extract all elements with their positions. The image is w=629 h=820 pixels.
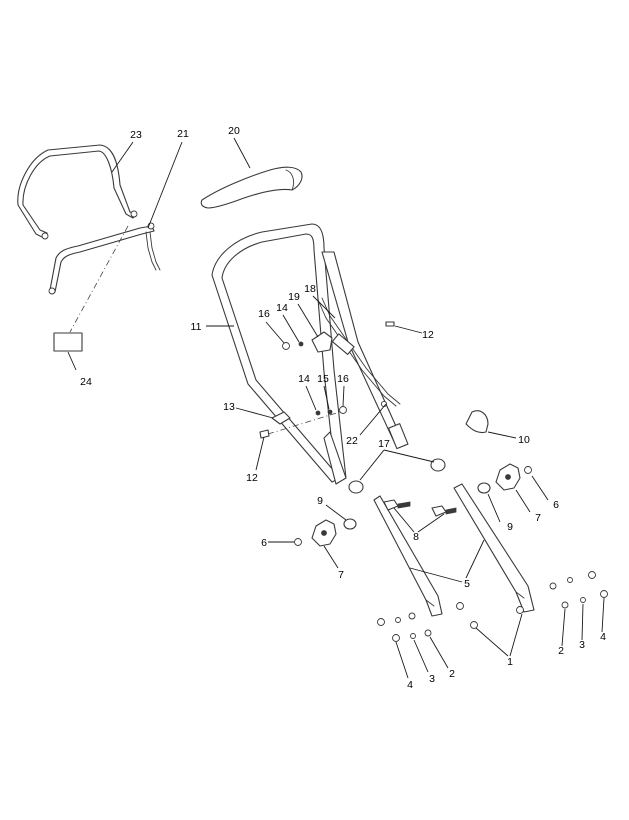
- part-11-upper-handle: [211, 223, 409, 485]
- callout-9-left: 9: [317, 495, 323, 507]
- callout-7-left: 7: [338, 569, 344, 581]
- part-9-spacer-right: [477, 482, 491, 494]
- part-16-nut-upper: [282, 342, 290, 350]
- callout-16-upper: 16: [258, 308, 270, 320]
- callout-22: 22: [346, 435, 358, 447]
- callout-17: 17: [378, 438, 390, 450]
- callout-2-right: 2: [558, 645, 564, 657]
- part-15-washer: [327, 409, 333, 415]
- part-17-bushing-left: [348, 480, 364, 494]
- callout-24: 24: [80, 376, 92, 388]
- part-12-screw-upper: [385, 321, 395, 327]
- callout-12-upper: 12: [422, 329, 434, 341]
- part-13-cable-clip: [271, 411, 291, 425]
- callout-13: 13: [223, 401, 235, 413]
- callout-5: 5: [464, 578, 470, 590]
- callout-10: 10: [518, 434, 530, 446]
- callout-23: 23: [130, 129, 142, 141]
- part-17-bushing-right: [430, 458, 446, 472]
- callout-1: 1: [507, 656, 513, 668]
- part-5-lower-handle-left: [373, 495, 443, 617]
- callout-12-lower: 12: [246, 472, 258, 484]
- dash-line-24: [69, 225, 129, 333]
- callout-4-left: 4: [407, 679, 413, 691]
- part-16-nut-lower: [339, 406, 347, 414]
- hardware-right-group: [549, 571, 608, 609]
- part-8-bolts: [383, 499, 457, 517]
- callout-3-right: 3: [579, 639, 585, 651]
- part-14-washer-lower: [315, 410, 321, 416]
- part-6-nut-right: [524, 466, 532, 474]
- part-12-screw-lower: [259, 429, 270, 439]
- part-5-lower-handle-right: [453, 483, 535, 613]
- callout-20: 20: [228, 125, 240, 137]
- callout-19: 19: [288, 291, 300, 303]
- part-23-bail-bar: [17, 144, 138, 240]
- callout-16-lower: 16: [337, 373, 349, 385]
- callout-7-right: 7: [535, 512, 541, 524]
- callout-11: 11: [191, 321, 202, 333]
- callout-labels: 23 21 20 24 11 16 14 19 18 12 14 15 16 1…: [80, 125, 606, 691]
- callout-3-left: 3: [429, 673, 435, 685]
- part-20-grip: [200, 166, 303, 209]
- hardware-left-group: [377, 602, 524, 642]
- part-10-cable-guide: [465, 410, 489, 434]
- callout-2-left: 2: [449, 668, 455, 680]
- leader-lines: [67, 137, 605, 679]
- callout-21: 21: [177, 128, 189, 140]
- callout-8: 8: [413, 531, 419, 543]
- callout-14-lower: 14: [298, 373, 310, 385]
- callout-14-upper: 14: [276, 302, 288, 314]
- part-14-washer-upper: [298, 341, 304, 347]
- callout-4-right: 4: [600, 631, 606, 643]
- callout-18: 18: [304, 283, 316, 295]
- callout-15: 15: [317, 373, 329, 385]
- part-19-clip: [311, 331, 333, 353]
- part-9-spacer-left: [343, 518, 357, 530]
- callout-6-right: 6: [553, 499, 559, 511]
- part-21-bail-rod: [48, 222, 161, 295]
- part-6-nut-left: [294, 538, 302, 546]
- part-24-decal: [53, 332, 83, 352]
- callout-9-right: 9: [507, 521, 513, 533]
- callout-6-left: 6: [261, 537, 267, 549]
